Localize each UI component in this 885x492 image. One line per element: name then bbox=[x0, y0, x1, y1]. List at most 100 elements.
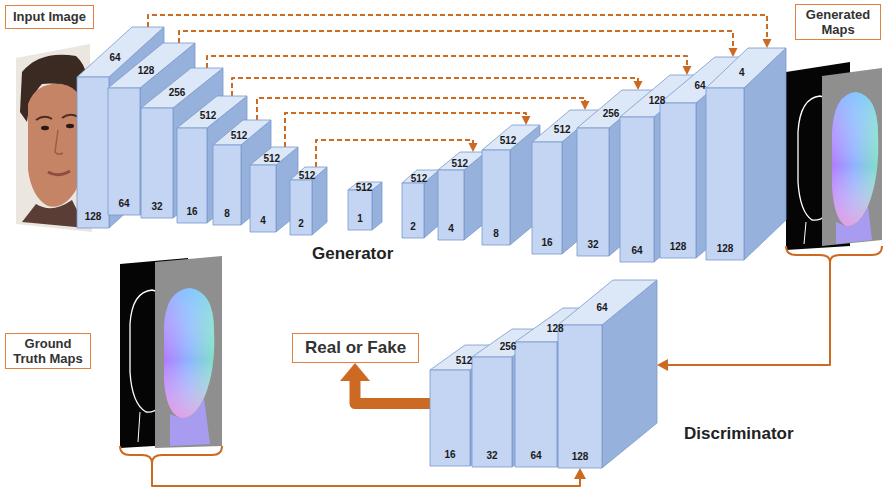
feature-size: 128 bbox=[670, 241, 687, 252]
block-top-face bbox=[250, 147, 298, 165]
skip-connection bbox=[179, 31, 738, 57]
conv-block: 512 1 bbox=[348, 182, 382, 230]
feature-size: 16 bbox=[541, 237, 552, 248]
channel-count: 512 bbox=[411, 172, 428, 183]
block-front-face bbox=[660, 103, 696, 258]
arrowhead bbox=[581, 101, 590, 110]
feature-size: 8 bbox=[224, 208, 230, 219]
feature-size: 16 bbox=[186, 206, 197, 217]
block-front-face bbox=[706, 88, 744, 260]
channel-count: 512 bbox=[356, 181, 373, 192]
block-front-face bbox=[77, 77, 109, 228]
normal-head-shade bbox=[164, 288, 214, 418]
block-front-face bbox=[472, 357, 512, 467]
feature-size: 2 bbox=[410, 221, 416, 232]
channel-count: 4 bbox=[739, 67, 745, 78]
block-top-face bbox=[438, 152, 486, 170]
block-front-face bbox=[290, 180, 312, 235]
normal-head bbox=[832, 92, 878, 226]
block-front-face bbox=[577, 128, 609, 256]
nose bbox=[55, 130, 63, 154]
block-top-face bbox=[482, 125, 540, 150]
skip-connection bbox=[207, 56, 692, 75]
feature-size: 128 bbox=[572, 451, 589, 462]
feature-size: 1 bbox=[357, 213, 363, 224]
eyebrows bbox=[36, 115, 78, 120]
channel-count: 512 bbox=[200, 110, 217, 121]
normal-neck bbox=[836, 206, 872, 244]
skip-connection bbox=[232, 78, 643, 96]
channel-count: 64 bbox=[596, 302, 607, 313]
channel-count: 512 bbox=[456, 355, 473, 366]
channel-count: 256 bbox=[169, 87, 186, 98]
feature-size: 64 bbox=[530, 450, 541, 461]
block-front-face bbox=[213, 145, 241, 225]
feature-size: 32 bbox=[486, 450, 497, 461]
eye bbox=[41, 126, 49, 130]
channel-count: 512 bbox=[299, 169, 316, 180]
block-front-face bbox=[438, 170, 464, 240]
arrowhead bbox=[340, 363, 370, 381]
conv-block: 64 128 bbox=[558, 280, 657, 468]
feature-size: 8 bbox=[493, 228, 499, 239]
channel-count: 512 bbox=[263, 152, 280, 163]
arrowhead bbox=[469, 143, 478, 152]
conv-block: 512 2 bbox=[290, 167, 327, 235]
feature-size: 4 bbox=[260, 215, 266, 226]
skip-connection bbox=[257, 98, 590, 120]
block-front-face bbox=[532, 142, 562, 254]
arrowhead bbox=[729, 48, 738, 57]
caption-box: Ground Truth Maps bbox=[5, 333, 91, 369]
shirt bbox=[22, 200, 86, 228]
channel-count: 512 bbox=[554, 124, 571, 135]
feature-size: 64 bbox=[631, 245, 642, 256]
block-side-face bbox=[557, 308, 605, 467]
block-front-face bbox=[558, 325, 602, 468]
block-front-face bbox=[108, 88, 140, 215]
arrowhead bbox=[683, 66, 692, 75]
connector-line bbox=[285, 113, 526, 147]
normal-map bbox=[155, 256, 222, 448]
block-front-face bbox=[402, 183, 424, 238]
caption-box: Generated Maps bbox=[795, 4, 881, 40]
generated-maps-images bbox=[786, 62, 882, 262]
block-front-face bbox=[177, 128, 207, 223]
conv-block: 512 2 bbox=[402, 170, 439, 238]
block-front-face bbox=[482, 150, 510, 245]
arrowhead bbox=[657, 359, 668, 371]
block-top-face bbox=[706, 48, 786, 88]
conv-block: 4128 bbox=[706, 48, 786, 260]
conv-block: 512 8 bbox=[482, 125, 540, 245]
arrowhead bbox=[574, 468, 586, 479]
image-group: Generated Maps bbox=[782, 4, 882, 262]
block-front-face bbox=[515, 342, 557, 467]
block-top-face bbox=[290, 167, 327, 180]
flow-arrow bbox=[657, 262, 830, 371]
output-box: Real or Fake bbox=[292, 333, 419, 363]
section-label: Discriminator bbox=[684, 424, 794, 444]
connector-line bbox=[179, 31, 733, 50]
channel-count: 512 bbox=[500, 135, 517, 146]
block-top-face bbox=[558, 280, 657, 325]
feature-size: 64 bbox=[118, 198, 129, 209]
block-front-face bbox=[250, 165, 276, 232]
block-top-face bbox=[213, 120, 271, 145]
arrowhead bbox=[763, 39, 772, 48]
block-top-face bbox=[402, 170, 439, 183]
normal-head bbox=[164, 288, 214, 418]
block-front-face bbox=[141, 108, 173, 218]
connector-line bbox=[148, 15, 767, 41]
feature-size: 32 bbox=[151, 201, 162, 212]
normal-head-shade bbox=[832, 92, 878, 226]
output-arrow bbox=[340, 363, 430, 404]
arrowhead bbox=[634, 81, 643, 90]
block-top-face bbox=[77, 27, 164, 77]
feature-size: 2 bbox=[298, 218, 304, 229]
connector-line bbox=[666, 262, 830, 365]
mouth bbox=[48, 171, 70, 175]
box-text: Input Image bbox=[13, 9, 86, 25]
eye bbox=[66, 124, 74, 128]
block-front-face bbox=[430, 370, 470, 466]
normal-neck bbox=[170, 398, 210, 446]
caption-box: Input Image bbox=[5, 5, 94, 29]
